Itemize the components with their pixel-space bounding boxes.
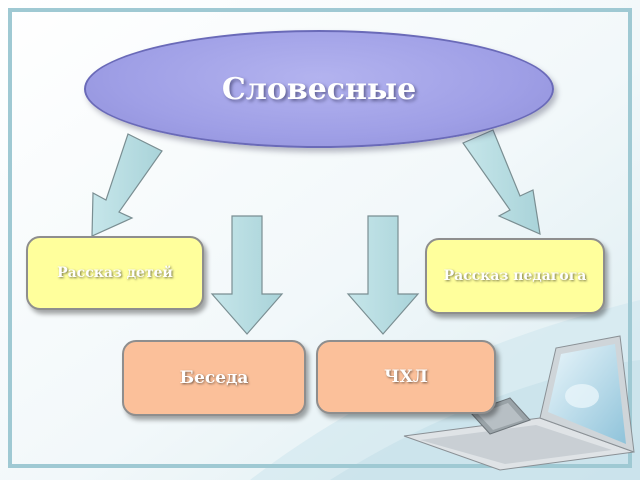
arrow-to-reading <box>346 215 420 335</box>
laptop-icon <box>403 335 635 471</box>
arrow-to-child-story <box>91 133 163 237</box>
slide-frame <box>8 8 632 468</box>
node-child-story-label: Рассказ детей <box>57 264 173 281</box>
node-teacher-story: Рассказ педагога <box>425 238 605 314</box>
node-teacher-story-label: Рассказ педагога <box>443 267 587 284</box>
node-child-story: Рассказ детей <box>26 236 204 310</box>
node-reading: ЧХЛ <box>316 340 496 414</box>
arrow-to-teacher-story <box>462 129 541 235</box>
node-conversation-label: Беседа <box>179 368 249 388</box>
node-conversation: Беседа <box>122 340 306 416</box>
arrow-to-conversation <box>210 215 284 335</box>
node-reading-label: ЧХЛ <box>384 367 428 387</box>
root-node-label: Словесные <box>221 71 417 107</box>
root-node-verbal: Словесные <box>84 30 554 148</box>
